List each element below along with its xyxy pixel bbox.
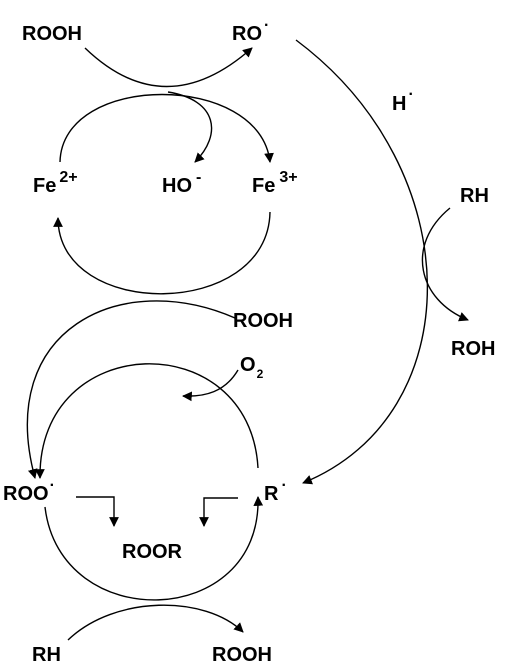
ro-to-r-long-arrow bbox=[295, 39, 429, 485]
label-roo-radical: ROO· bbox=[3, 477, 55, 505]
ho-minus-release-arrow bbox=[167, 91, 213, 163]
label-r-radical: R· bbox=[264, 477, 287, 505]
rh-to-rooh-bottom-arrow bbox=[67, 604, 244, 641]
rh-to-roh-arrow bbox=[421, 207, 469, 322]
label-rh-right: RH bbox=[460, 185, 489, 207]
label-rooh-mid: ROOH bbox=[233, 310, 293, 332]
r-to-roo-upper-arc bbox=[34, 363, 259, 479]
label-o2: O2 bbox=[240, 354, 264, 381]
label-ro-radical: RO· bbox=[232, 17, 269, 45]
rooh-to-roo-arrow bbox=[26, 300, 236, 479]
label-h-radical: H· bbox=[392, 86, 414, 115]
roo-to-r-lower-arc bbox=[44, 496, 264, 601]
label-roh: ROH bbox=[451, 338, 495, 360]
r-to-roor-bracket-arrow bbox=[199, 497, 238, 527]
roo-to-roor-bracket-arrow bbox=[76, 496, 119, 527]
fe3-to-fe2-arc bbox=[53, 211, 271, 295]
label-rooh-bottom: ROOH bbox=[212, 644, 272, 665]
o2-addition-arrow bbox=[182, 369, 239, 402]
label-rooh-top: ROOH bbox=[22, 23, 82, 45]
label-rh-bottom: RH bbox=[32, 644, 61, 665]
label-ho-minus: HO- bbox=[162, 169, 201, 197]
label-roor: ROOR bbox=[122, 541, 183, 563]
fe2-to-fe3-arc bbox=[59, 93, 274, 163]
rooh-to-ro-arrow bbox=[84, 47, 253, 88]
